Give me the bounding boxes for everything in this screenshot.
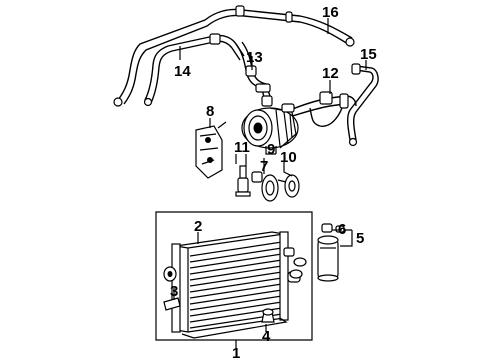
compressor-bracket [195,121,227,179]
drier-cap [321,223,345,233]
callout-labels: 1 2 3 4 5 6 7 8 9 10 11 12 13 14 15 16 [170,4,377,360]
condenser-fin [189,271,283,287]
condenser-fin [189,289,283,305]
callout-7: 7 [260,158,268,175]
condenser-fin [189,265,283,281]
mount-bushing [163,266,181,311]
callout-11: 11 [234,139,250,156]
callout-1: 1 [232,345,240,360]
callout-8: 8 [206,103,214,120]
liquid-hose [289,91,357,127]
condenser-fin [189,259,283,275]
callout-16: 16 [322,4,339,21]
condenser-fin [189,301,283,317]
pipe-line [347,63,379,147]
leader-lines [173,18,367,348]
o-rings [289,257,307,279]
callout-6: 6 [338,221,346,238]
condenser-fin [189,247,283,263]
condenser-fin [189,277,283,293]
pressure-switch [235,165,263,197]
callout-15: 15 [360,46,377,63]
suction-hose-line [113,5,355,107]
callout-4: 4 [262,328,271,345]
callout-3: 3 [170,283,178,300]
callout-5: 5 [356,230,364,247]
callout-10: 10 [280,149,297,166]
condenser-fin [189,295,283,311]
compressor [241,95,299,149]
callout-2: 2 [194,218,202,235]
fitting [261,308,275,323]
receiver-drier [317,235,339,282]
condenser-fin [189,253,283,269]
condenser-callout-frame [155,211,313,341]
condenser-fin [189,283,283,299]
callout-12: 12 [322,65,339,82]
condenser-fin [189,241,283,257]
callout-13: 13 [246,49,263,66]
condenser [171,231,301,339]
compressor-hose [235,41,271,99]
callout-14: 14 [174,63,191,80]
callout-9: 9 [267,141,275,158]
clutch-assembly [261,174,300,202]
discharge-hose-line [143,33,245,107]
